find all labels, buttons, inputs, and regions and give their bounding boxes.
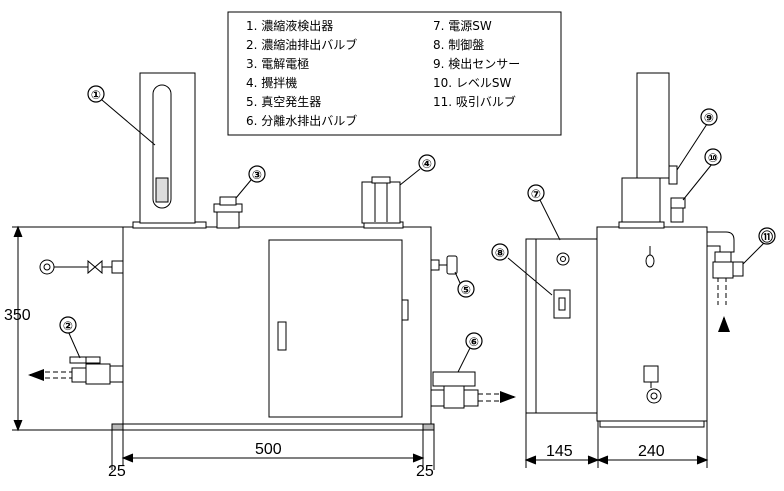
pipe-dashes	[45, 277, 727, 402]
legend-item: 1. 濃縮液検出器	[246, 18, 333, 33]
callout-6: ⑥	[469, 335, 479, 349]
legend-item: 11. 吸引バルブ	[433, 94, 516, 109]
dim-width-main: 500	[255, 441, 282, 458]
front-view	[39, 72, 479, 431]
legend-box	[227, 11, 562, 136]
callout-4: ④	[422, 157, 432, 171]
legend-item: 10. レベルSW	[433, 76, 512, 90]
dimension-lines	[12, 225, 709, 470]
legend-item: 2. 濃縮油排出バルブ	[246, 37, 357, 52]
callout-11: ⑪	[761, 229, 773, 244]
callout-1: ①	[91, 88, 101, 102]
side-view	[525, 72, 744, 428]
dim-side-tank: 240	[638, 443, 665, 460]
legend-item: 7. 電源SW	[433, 19, 492, 33]
dim-height: 350	[4, 307, 31, 324]
flow-arrows	[28, 316, 730, 403]
callout-2: ②	[63, 319, 73, 333]
callout-labels: ① ② ③ ④ ⑤ ⑥ ⑦ ⑧ ⑨ ⑩ ⑪	[63, 88, 773, 349]
legend-item: 6. 分離水排出バルブ	[246, 113, 357, 128]
callout-markers	[59, 85, 776, 350]
callout-8: ⑧	[495, 246, 505, 260]
dim-foot-right: 25	[416, 463, 434, 480]
callout-9: ⑨	[704, 111, 714, 125]
legend-item: 3. 電解電極	[246, 56, 309, 71]
legend-item: 9. 検出センサー	[433, 57, 520, 71]
legend-item: 4. 攪拌機	[246, 75, 297, 90]
dim-foot-left: 25	[108, 463, 126, 480]
callout-3: ③	[252, 168, 262, 182]
callout-10: ⑩	[708, 151, 718, 165]
dim-side-panel: 145	[546, 443, 573, 460]
legend-item: 5. 真空発生器	[246, 95, 321, 109]
leader-lines	[67, 99, 765, 373]
legend-item: 8. 制御盤	[433, 37, 484, 52]
callout-5: ⑤	[461, 283, 471, 297]
callout-7: ⑦	[531, 187, 541, 201]
